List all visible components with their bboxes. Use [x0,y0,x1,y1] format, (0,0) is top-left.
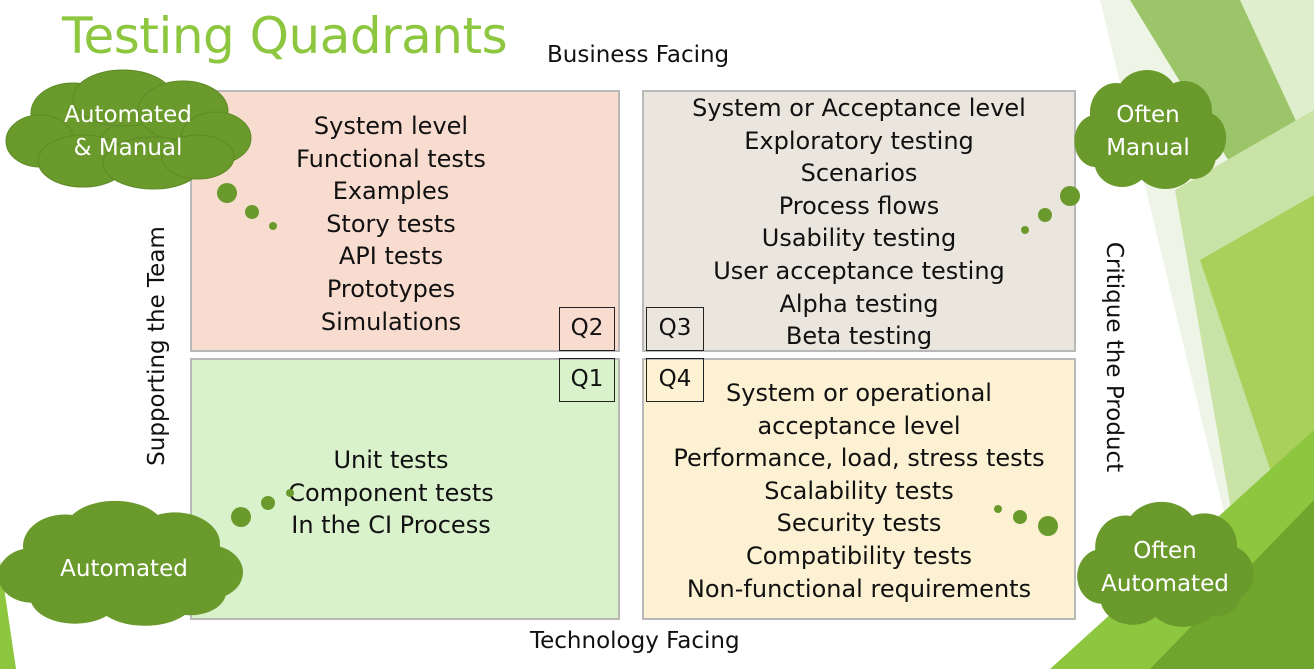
q3-line: Alpha testing [779,289,939,318]
q3-line: System or Acceptance level [692,94,1026,122]
q2-line: Prototypes [326,274,456,303]
q3-line: Beta testing [785,322,933,351]
q4-line: acceptance level [757,411,961,440]
cloud-text-bottom-right: Often Automated [1090,535,1240,601]
q2-line: API tests [338,242,444,271]
q4-line: System or operational [726,379,992,407]
q4-line: Non-functional requirements [686,574,1032,603]
q2-line: Story tests [326,209,456,238]
cloud-text-top-right: Often Manual [1088,99,1208,165]
q4-line: Scalability tests [764,476,954,505]
q3-line: Usability testing [761,224,957,253]
q3-line: Scenarios [800,159,918,188]
cloud-text-bottom-left: Automated [50,553,198,586]
q2-line: Simulations [320,307,462,336]
quadrant-q2: System level Functional tests Examples S… [190,90,620,352]
q2-line: Functional tests [296,144,486,173]
cloud-line: & Manual [73,135,183,161]
cloud-line: Often [1116,102,1180,128]
quadrant-label-q2: Q2 [559,307,615,351]
page-title: Testing Quadrants [62,7,508,65]
q3-line: Exploratory testing [744,126,974,155]
cloud-text-top-left: Automated & Manual [58,99,198,165]
quadrant-q1: Unit tests Component tests In the CI Pro… [190,358,620,620]
q1-line: Component tests [288,478,494,507]
cloud-line: Automated [60,556,188,582]
quadrant-label-q1: Q1 [559,358,615,402]
q1-line: In the CI Process [291,511,491,540]
cloud-line: Automated [64,102,192,128]
quadrant-label-q4: Q4 [646,358,704,402]
quadrant-q4: System or operational acceptance level P… [642,358,1076,620]
q3-line: User acceptance testing [713,256,1005,285]
q4-line: Compatibility tests [746,541,972,570]
q1-line: Unit tests [333,446,449,474]
quadrant-label-q3: Q3 [646,307,704,351]
q4-line: Performance, load, stress tests [673,444,1045,473]
cloud-line: Automated [1101,571,1229,597]
cloud-line: Often [1133,538,1197,564]
bubble-dots [217,183,1080,536]
axis-label-top: Business Facing [547,42,730,68]
q4-line: Security tests [776,509,942,538]
quadrant-q3: System or Acceptance level Exploratory t… [642,90,1076,352]
q2-line: Examples [332,177,450,206]
cloud-line: Manual [1106,135,1190,161]
q3-line: Process flows [778,191,940,220]
axis-label-bottom: Technology Facing [530,628,740,654]
q2-line: System level [313,112,469,140]
